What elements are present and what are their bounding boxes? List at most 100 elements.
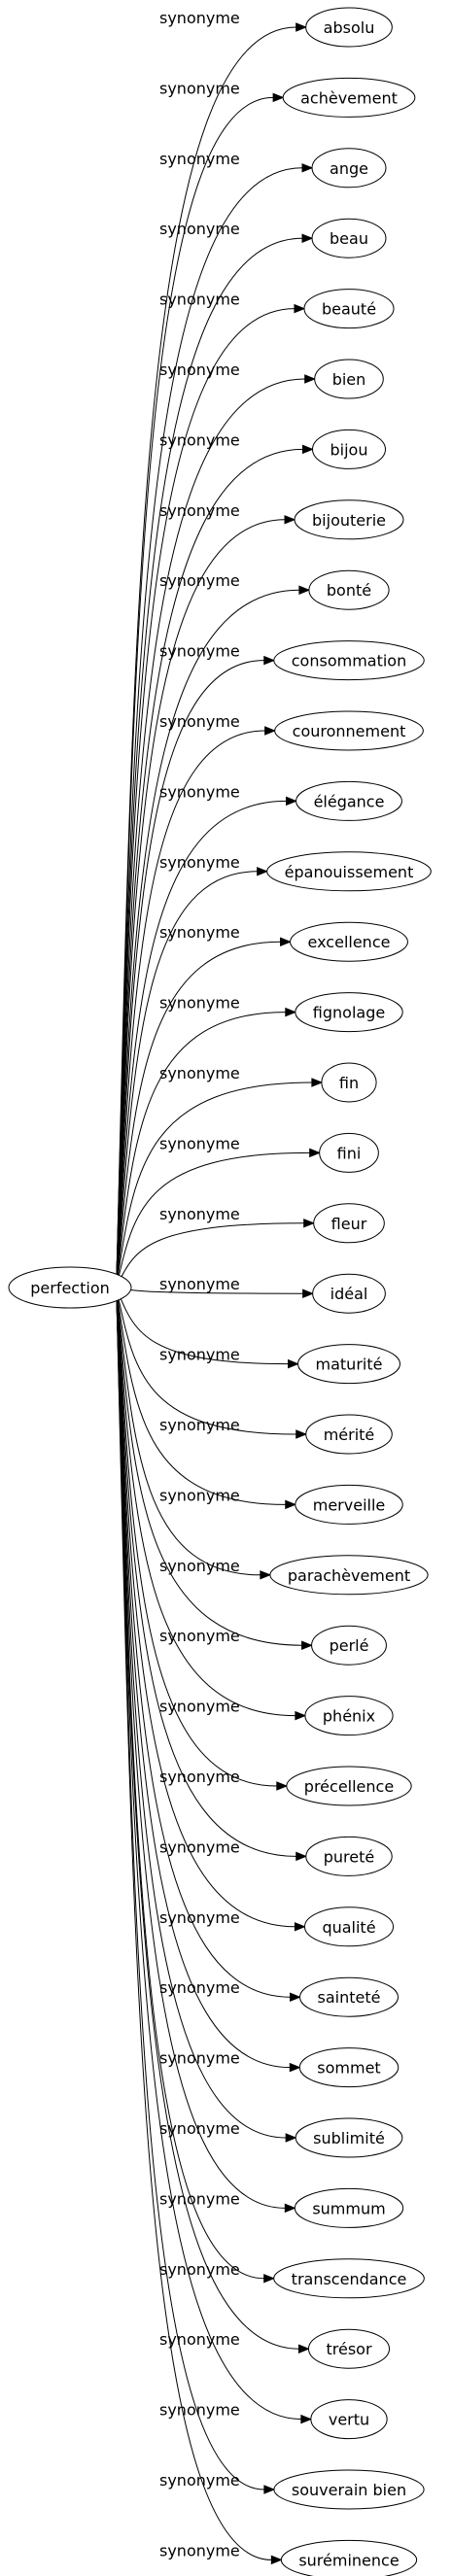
synonym-node-label: qualité — [322, 1918, 375, 1937]
arrowhead-syn-33 — [297, 2344, 310, 2353]
synonym-node-syn-19[interactable]: maturité — [297, 1344, 400, 1385]
synonym-node-syn-10[interactable]: couronnement — [274, 710, 424, 751]
synonym-node-ellipse — [295, 1484, 403, 1525]
synonym-node-ellipse — [311, 218, 387, 258]
synonym-node-syn-2[interactable]: ange — [311, 148, 387, 189]
synonym-node-syn-12[interactable]: épanouissement — [266, 851, 432, 892]
synonym-node-ellipse — [308, 569, 390, 610]
synonym-node-label: beau — [330, 229, 368, 248]
synonym-node-syn-6[interactable]: bijou — [312, 429, 386, 469]
arrowhead-syn-32 — [263, 2274, 276, 2284]
synonym-node-ellipse — [305, 7, 393, 48]
edge-syn-28 — [116, 1298, 291, 1998]
arrowhead-syn-1 — [272, 92, 285, 103]
synonym-node-syn-23[interactable]: perlé — [311, 1625, 387, 1666]
arrowhead-syn-30 — [285, 2133, 297, 2143]
synonym-node-syn-35[interactable]: souverain bien — [273, 2469, 425, 2510]
edge-label-syn-24: synonyme — [159, 1698, 240, 1716]
synonym-node-syn-4[interactable]: beauté — [303, 289, 395, 329]
edge-label-syn-21: synonyme — [159, 1486, 240, 1504]
synonym-node-syn-24[interactable]: phénix — [304, 1696, 394, 1736]
edge-label-syn-33: synonyme — [159, 2330, 240, 2349]
synonym-node-label: suréminence — [298, 2551, 399, 2569]
edge-label-syn-9: synonyme — [159, 642, 240, 661]
edge-syn-7 — [116, 519, 286, 1277]
synonym-node-syn-3[interactable]: beau — [311, 218, 387, 258]
synonym-node-syn-31[interactable]: summum — [294, 2187, 404, 2228]
edge-syn-6 — [116, 448, 303, 1277]
edge-label-syn-35: synonyme — [159, 2471, 240, 2490]
synonym-node-syn-32[interactable]: transcendance — [273, 2258, 425, 2299]
synonym-node-syn-11[interactable]: élégance — [296, 780, 402, 821]
synonym-node-syn-0[interactable]: absolu — [305, 7, 393, 48]
synonym-node-syn-22[interactable]: parachèvement — [269, 1555, 429, 1596]
arrowhead-syn-21 — [285, 1499, 297, 1510]
synonym-node-syn-14[interactable]: fignolage — [295, 992, 403, 1033]
synonym-node-syn-29[interactable]: sommet — [298, 2047, 400, 2088]
synonym-node-ellipse — [299, 1976, 399, 2017]
synonym-node-syn-20[interactable]: mérité — [305, 1414, 393, 1455]
synonym-node-label: élégance — [314, 792, 385, 810]
synonym-node-ellipse — [266, 851, 432, 892]
arrowhead-syn-26 — [296, 1851, 308, 1862]
arrowhead-syn-5 — [304, 374, 317, 384]
synonym-node-label: maturité — [316, 1356, 383, 1374]
synonym-node-syn-7[interactable]: bijouterie — [294, 499, 404, 540]
edge-syn-34 — [116, 1298, 301, 2421]
synonym-node-syn-9[interactable]: consommation — [273, 640, 425, 681]
edge-label-syn-10: synonyme — [159, 712, 240, 731]
arrowhead-syn-31 — [284, 2203, 296, 2214]
synonym-node-syn-27[interactable]: qualité — [303, 1906, 395, 1947]
synonym-node-ellipse — [311, 148, 387, 189]
edge-syn-30 — [116, 1298, 287, 2139]
edge-syn-4 — [116, 308, 295, 1277]
edge-syn-23 — [116, 1293, 302, 1646]
synonym-node-syn-15[interactable]: fin — [321, 1062, 377, 1103]
synonym-node-syn-26[interactable]: pureté — [305, 1836, 393, 1876]
arrowhead-syn-29 — [289, 2062, 301, 2073]
synonym-node-syn-8[interactable]: bonté — [308, 569, 390, 610]
synonym-node-syn-5[interactable]: bien — [314, 359, 384, 399]
synonym-node-label: bijou — [330, 440, 368, 459]
synonym-node-ellipse — [312, 1273, 386, 1314]
edge-syn-2 — [116, 167, 303, 1277]
edge-syn-27 — [116, 1297, 296, 1928]
synonym-node-syn-33[interactable]: trésor — [307, 2328, 391, 2369]
edge-label-syn-0: synonyme — [159, 9, 240, 27]
synonym-node-syn-13[interactable]: excellence — [290, 921, 408, 962]
synonym-node-syn-21[interactable]: merveille — [295, 1484, 403, 1525]
synonym-node-syn-16[interactable]: fini — [319, 1132, 379, 1173]
arrowhead-syn-2 — [301, 163, 314, 173]
synonym-node-syn-36[interactable]: suréminence — [280, 2539, 418, 2576]
synonym-node-syn-1[interactable]: achèvement — [282, 77, 416, 118]
synonym-node-syn-34[interactable]: vertu — [310, 2399, 388, 2440]
synonym-node-syn-18[interactable]: idéal — [312, 1273, 386, 1314]
synonym-node-ellipse — [269, 1555, 429, 1596]
edge-label-syn-3: synonyme — [159, 220, 240, 238]
synonym-node-ellipse — [295, 2117, 403, 2158]
synonym-node-syn-28[interactable]: sainteté — [299, 1976, 399, 2017]
synonym-node-label: bien — [332, 370, 366, 389]
synonym-node-label: consommation — [292, 652, 406, 670]
synonym-node-ellipse — [305, 1836, 393, 1876]
synonym-node-syn-17[interactable]: fleur — [313, 1203, 385, 1244]
edge-syn-3 — [116, 237, 303, 1277]
arrowhead-syn-12 — [257, 867, 269, 876]
synonym-node-ellipse — [296, 780, 402, 821]
synonym-node-label: fini — [337, 1144, 362, 1162]
edge-syn-20 — [116, 1289, 296, 1435]
synonym-node-label: absolu — [324, 18, 375, 37]
synonym-node-syn-25[interactable]: précellence — [286, 1766, 412, 1806]
edge-label-syn-19: synonyme — [159, 1346, 240, 1364]
synonym-node-syn-30[interactable]: sublimité — [295, 2117, 403, 2158]
edge-syn-24 — [116, 1294, 296, 1717]
synonym-node-ellipse — [307, 2328, 391, 2369]
edge-label-syn-8: synonyme — [159, 571, 240, 590]
center-node[interactable]: perfection — [8, 1266, 132, 1309]
arrowhead-syn-15 — [311, 1078, 324, 1087]
edge-label-syn-4: synonyme — [159, 291, 240, 309]
edges-layer: synonyme synonyme synonyme synonyme synonyme… — [116, 9, 324, 2565]
arrowhead-syn-4 — [294, 303, 306, 314]
synonym-node-label: précellence — [304, 1777, 394, 1796]
synonym-node-ellipse — [273, 640, 425, 681]
